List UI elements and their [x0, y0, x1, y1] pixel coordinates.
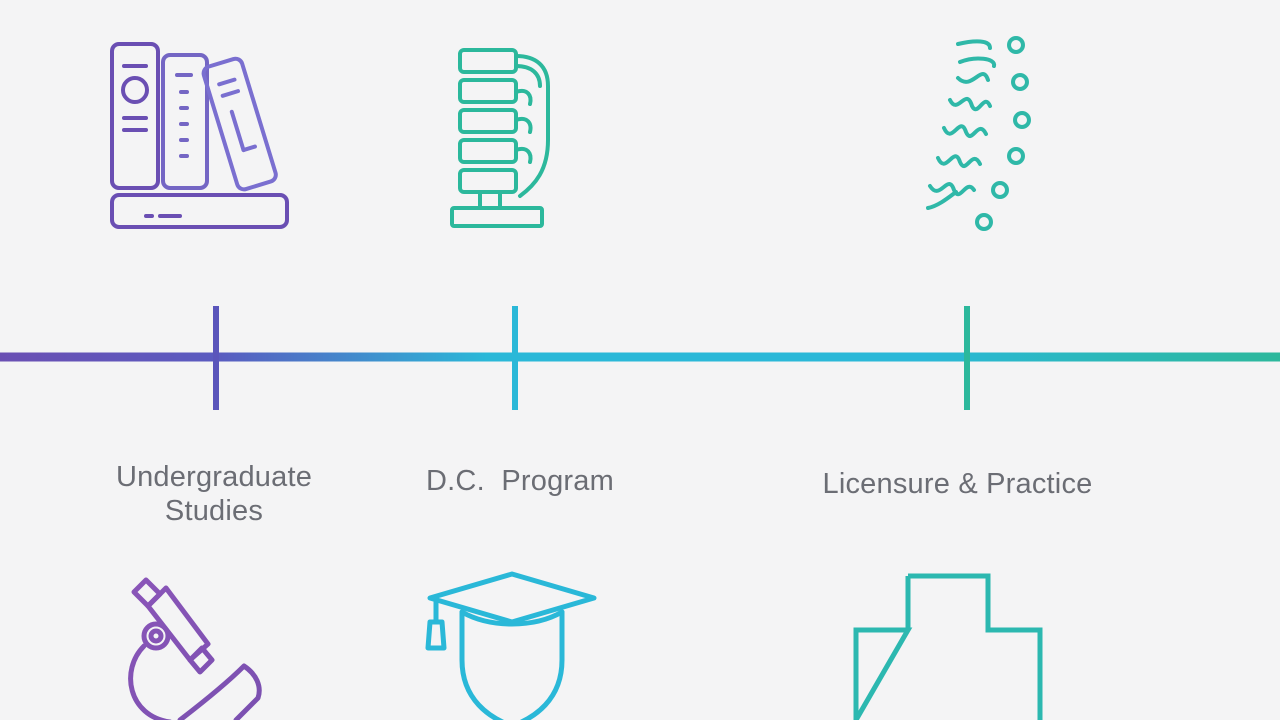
stage-label-line: D.C. Program [426, 465, 614, 497]
microscope-icon [128, 577, 262, 720]
nerve-wave-icon [926, 36, 1031, 231]
medical-cross-icon [853, 573, 1043, 720]
stage-label-undergraduate: Undergraduate Studies [104, 460, 324, 528]
stage-label-dc-program: D.C. Program [410, 464, 630, 498]
stage-label-line: Licensure & Practice [822, 468, 1093, 500]
spine-icon [450, 48, 550, 228]
stage-label-line: Undergraduate [115, 461, 313, 493]
books-icon [110, 42, 289, 229]
graduation-cap-icon [425, 571, 597, 720]
stage-label-line: Studies [164, 495, 264, 527]
stage-label-licensure: Licensure & Practice [805, 467, 1110, 501]
